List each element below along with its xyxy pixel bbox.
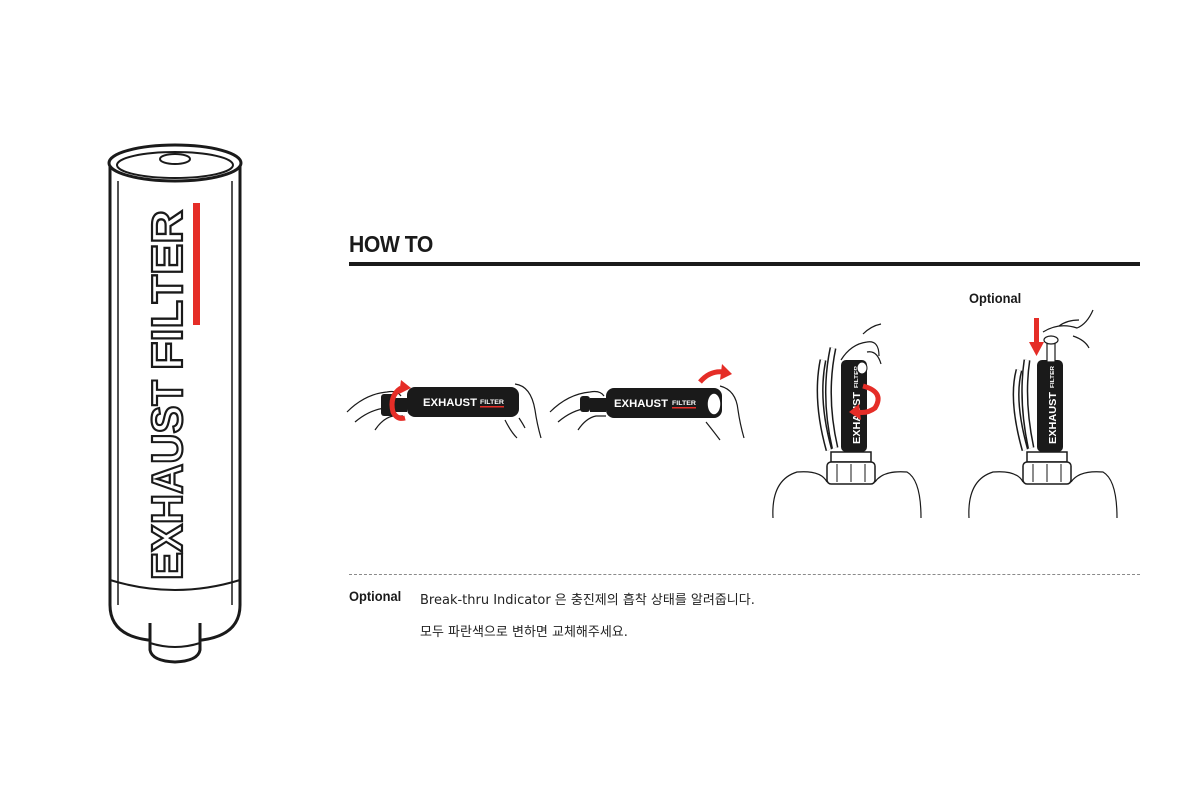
filter-label-word2: FILTER xyxy=(143,210,192,370)
step-4-press-indicator-icon: EXHAUST FILTER xyxy=(968,309,1118,519)
step-2-label-word2: FILTER xyxy=(672,401,697,407)
note-line-1: Break-thru Indicator 은 충진제의 흡착 상태를 알려줍니다… xyxy=(420,593,755,608)
optional-step-caption: Optional xyxy=(969,290,1022,306)
step-1-label-word2: FILTER xyxy=(480,400,505,406)
note-divider xyxy=(349,574,1140,575)
step-3-label-word1: EXHAUST xyxy=(852,392,863,444)
step-4-label-word2: FILTER xyxy=(1050,366,1056,388)
step-1-label-word1: EXHAUST xyxy=(423,397,477,409)
step-1-twist-cap-icon: EXHAUST FILTER xyxy=(346,380,542,439)
note-line-2: 모두 파란색으로 변하면 교체해주세요. xyxy=(420,625,628,640)
howto-divider xyxy=(349,262,1140,266)
step-2-remove-cap-icon: EXHAUST FILTER xyxy=(549,364,745,441)
step-4-label-word1: EXHAUST xyxy=(1048,392,1059,444)
note-label: Optional xyxy=(349,588,402,604)
step-2-label-word1: EXHAUST xyxy=(614,398,668,410)
howto-title: HOW TO xyxy=(349,231,433,257)
step-3-twist-onto-bottle-icon: EXHAUST FILTER xyxy=(772,323,922,519)
filter-label-word1: EXHAUST xyxy=(143,380,192,580)
filter-red-stripe xyxy=(193,203,200,325)
step-3-label-word2: FILTER xyxy=(854,366,860,388)
exhaust-filter-illustration: EXHAUST FILTER xyxy=(107,143,243,664)
